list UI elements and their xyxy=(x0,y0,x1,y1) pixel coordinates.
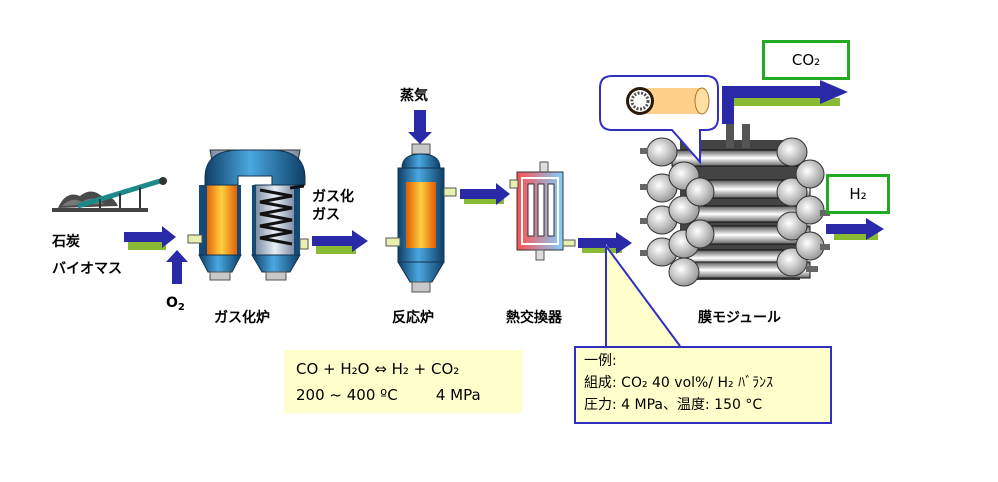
example-heading: 一例: xyxy=(584,353,617,369)
co2-output-label: CO₂ xyxy=(791,51,821,69)
example-callout-pointer xyxy=(605,244,681,347)
feedstock-coal-label: 石炭 xyxy=(52,234,80,250)
example-composition-callout: 一例: 組成: CO₂ 40 vol%/ H₂ ﾊﾞﾗﾝｽ 圧力: 4 MPa、… xyxy=(574,346,832,424)
arrow-co2-out xyxy=(722,80,848,124)
reactor-vessel xyxy=(385,143,457,293)
oxygen-label: O2 xyxy=(166,295,185,313)
arrow-oxygen xyxy=(166,250,188,284)
reactor-label: 反応炉 xyxy=(392,310,434,326)
membrane-tube-callout xyxy=(599,75,719,165)
heat-exchanger-label: 熱交換器 xyxy=(506,310,562,326)
steam-label: 蒸気 xyxy=(400,88,428,104)
arrow-h2-out xyxy=(826,218,884,240)
reaction-condition-box: CO + H₂O ⇔ H₂ + CO₂ 200 ~ 400 ºC 4 MPa xyxy=(284,350,522,413)
example-composition: 組成: CO₂ 40 vol%/ H₂ ﾊﾞﾗﾝｽ xyxy=(584,375,774,391)
heat-exchanger-unit xyxy=(509,161,576,261)
h2-output-label: H₂ xyxy=(849,185,867,203)
conveyor-icon xyxy=(52,177,167,212)
gasifier-label: ガス化炉 xyxy=(214,310,270,326)
arrow-reactor-out xyxy=(460,183,510,205)
gasified-gas-label-2: ガス xyxy=(312,207,340,223)
arrow-steam xyxy=(408,110,432,144)
arrow-gas xyxy=(312,230,368,254)
reaction-conditions: 200 ~ 400 ºC 4 MPa xyxy=(296,386,481,404)
arrow-feed xyxy=(124,226,176,250)
example-pressure-temperature: 圧力: 4 MPa、温度: 150 °C xyxy=(584,397,763,413)
feedstock-biomass-label: バイオマス xyxy=(52,261,122,277)
gasifier-vessel xyxy=(187,149,309,281)
reaction-equation: CO + H₂O ⇔ H₂ + CO₂ xyxy=(296,360,460,378)
membrane-module xyxy=(640,124,830,287)
gasified-gas-label-1: ガス化 xyxy=(312,189,354,205)
membrane-module-label: 膜モジュール xyxy=(698,310,782,326)
co2-output-box: CO₂ xyxy=(762,40,850,80)
arrow-hx-out xyxy=(578,232,632,254)
h2-output-box: H₂ xyxy=(826,174,890,214)
